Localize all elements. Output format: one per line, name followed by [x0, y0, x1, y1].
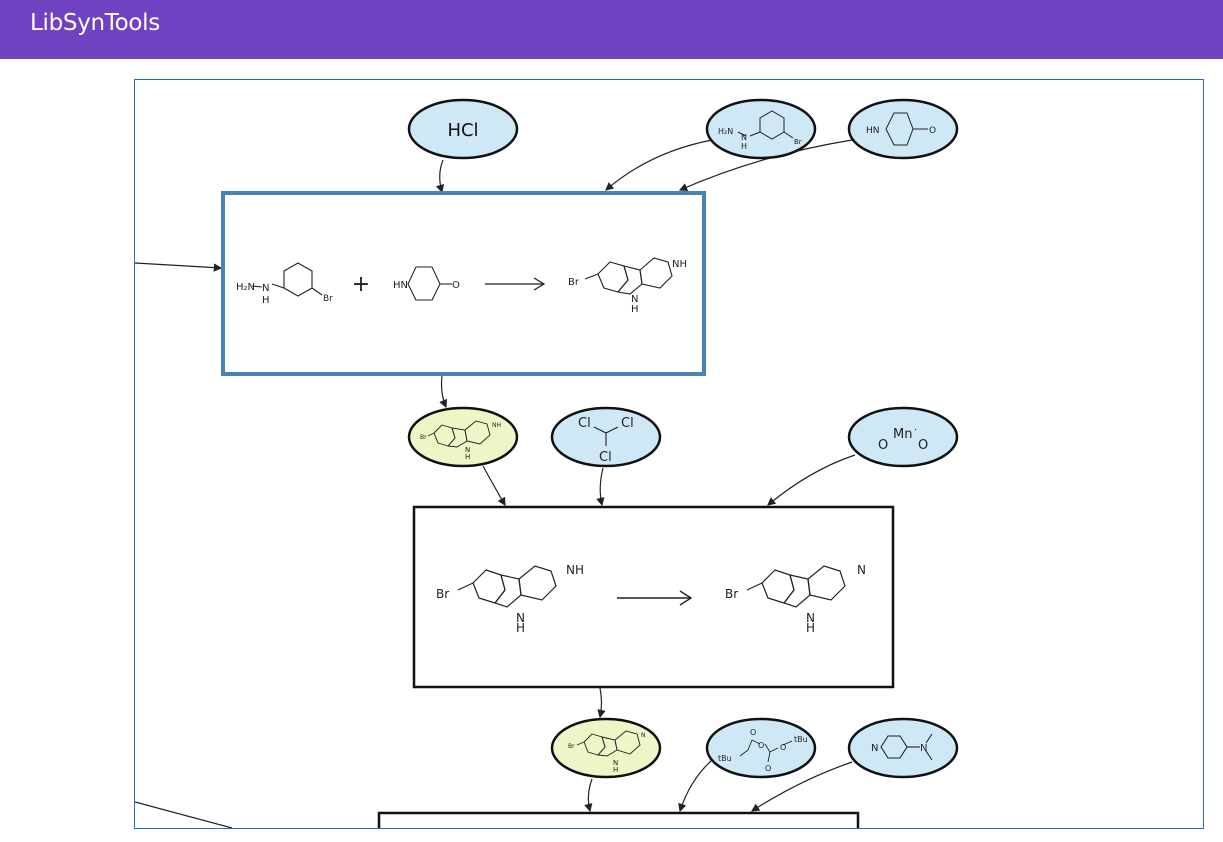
svg-text:O: O [878, 438, 888, 453]
svg-text:tBu: tBu [794, 735, 808, 744]
synthesis-graph-canvas[interactable]: HCl H₂N N H Br HN O [134, 79, 1204, 829]
reagent-node-manganese-dioxide[interactable]: Mn · O O [847, 406, 959, 468]
svg-text:O: O [765, 764, 771, 773]
intermediate-node-2[interactable]: Br N N H [550, 717, 662, 779]
svg-text:NH: NH [566, 563, 584, 577]
svg-text:Br: Br [568, 743, 575, 750]
reagent-node-piperidinone[interactable]: HN O [847, 98, 959, 160]
svg-text:Br: Br [794, 138, 802, 146]
reaction1-reactant1-structure [251, 262, 323, 297]
app-title[interactable]: LibSynTools [30, 10, 160, 36]
svg-text:tBu: tBu [718, 754, 732, 763]
graph-edges [135, 139, 856, 828]
reaction2-reactant-structure [457, 565, 557, 608]
edge-hcl-to-reaction1 [435, 159, 445, 194]
edge-reaction1-to-intermediate1 [439, 375, 448, 409]
reaction1-plus: + [352, 272, 370, 297]
svg-text:·: · [914, 425, 917, 436]
reaction1-reactant2-structure [407, 266, 452, 301]
reaction-box-1[interactable]: H₂N N H Br + HN O Br NH [221, 191, 706, 376]
synthesis-graph-svg: HCl H₂N N H Br HN O [135, 98, 959, 828]
svg-text:Br: Br [436, 587, 449, 601]
svg-text:N: N [641, 732, 646, 739]
svg-text:N: N [871, 743, 878, 754]
svg-text:N: N [465, 446, 470, 454]
intermediate-node-1[interactable]: Br NH N H [407, 406, 519, 468]
edge-hydrazine-to-reaction1 [605, 139, 713, 191]
svg-text:H: H [613, 766, 618, 774]
svg-text:N: N [741, 133, 747, 142]
svg-text:H: H [631, 304, 639, 315]
svg-text:HN: HN [866, 126, 880, 136]
svg-text:O: O [929, 126, 936, 136]
reagent-hcl-label: HCl [447, 120, 478, 141]
reaction1-product-structure [584, 257, 673, 295]
svg-text:HN: HN [393, 280, 408, 291]
edge-intermediate1-to-reaction2 [482, 465, 506, 507]
reaction2-product-structure [746, 565, 846, 608]
edge-chcl3-to-reaction2 [596, 467, 605, 507]
svg-text:NH: NH [672, 259, 687, 270]
svg-text:Mn: Mn [893, 427, 912, 442]
svg-text:N: N [262, 283, 269, 294]
svg-text:O: O [918, 438, 928, 453]
svg-text:N: N [631, 294, 638, 305]
svg-text:Br: Br [420, 434, 427, 441]
svg-text:H: H [741, 142, 747, 151]
reagent-node-boc-anhydride[interactable]: tBu tBu O O O O [705, 717, 817, 779]
svg-text:N: N [920, 743, 927, 754]
edge-piperidinone-to-reaction1 [678, 139, 853, 191]
svg-text:O: O [750, 728, 756, 737]
svg-text:Br: Br [568, 277, 580, 288]
svg-text:H: H [516, 621, 525, 635]
edge-intermediate2-to-reaction3 [584, 778, 593, 813]
reagent-node-hcl[interactable]: HCl [407, 98, 519, 160]
svg-text:O: O [780, 743, 786, 752]
edge-external-to-reaction1 [135, 262, 223, 272]
edge-mno2-to-reaction2 [767, 454, 856, 506]
reagent-node-chloroform[interactable]: Cl Cl Cl [550, 406, 662, 468]
reaction-box-2[interactable]: Br NH N H Br N N H [412, 505, 895, 689]
reagent-node-bromophenylhydrazine[interactable]: H₂N N H Br [705, 98, 817, 160]
svg-text:N: N [857, 563, 866, 577]
svg-text:Br: Br [725, 587, 738, 601]
svg-text:N: N [806, 611, 815, 625]
svg-text:H₂N: H₂N [718, 127, 733, 136]
edge-dmap-to-reaction3 [750, 761, 853, 812]
edge-external-to-reaction3 [135, 801, 233, 828]
svg-text:O: O [758, 741, 764, 750]
svg-text:O: O [452, 280, 460, 291]
app-header: LibSynTools [0, 0, 1223, 59]
svg-text:Br: Br [323, 294, 333, 304]
svg-text:H: H [465, 453, 470, 461]
svg-text:Cl: Cl [621, 416, 634, 431]
svg-text:Cl: Cl [578, 416, 591, 431]
svg-text:H₂N: H₂N [236, 282, 255, 293]
reaction-box-3[interactable] [377, 811, 860, 828]
edge-reaction2-to-intermediate2 [597, 687, 606, 719]
reagent-node-dmap[interactable]: N N [847, 717, 959, 779]
svg-text:H: H [806, 621, 815, 635]
svg-text:Cl: Cl [599, 450, 612, 465]
svg-text:H: H [262, 295, 270, 306]
svg-text:N: N [613, 759, 618, 767]
svg-text:N: N [516, 611, 525, 625]
edge-boc2o-to-reaction3 [678, 759, 713, 813]
svg-text:NH: NH [492, 422, 501, 429]
